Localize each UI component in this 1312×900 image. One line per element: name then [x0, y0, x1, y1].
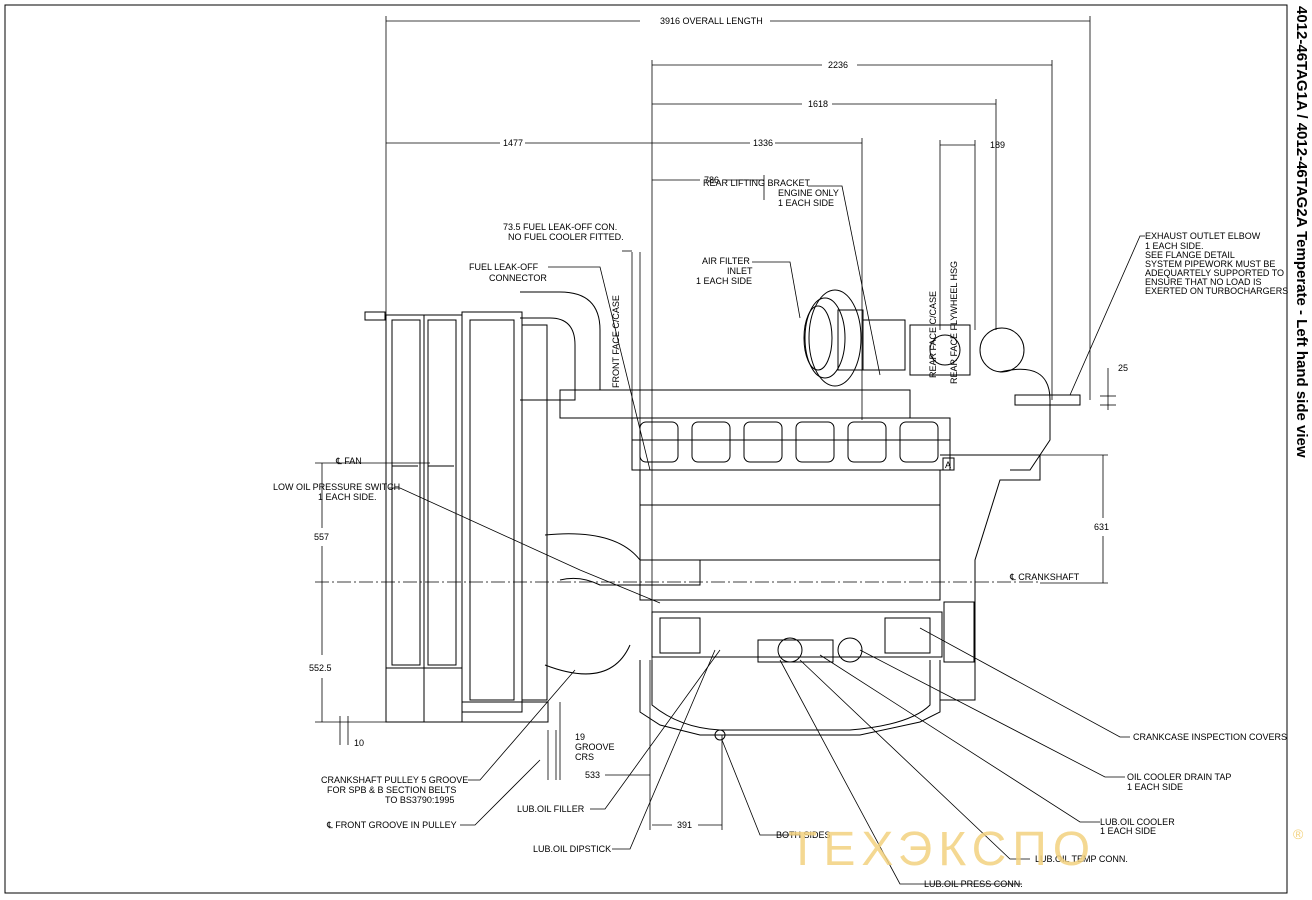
engine-body: [364, 289, 1081, 741]
label-fan: ℄ FAN: [335, 456, 362, 466]
dim-552-5: 552.5: [309, 663, 332, 673]
label-low-oil-1: LOW OIL PRESSURE SWITCH: [273, 482, 400, 492]
label-pulley-3: TO BS3790:1995: [385, 795, 454, 805]
dim-19: 19: [575, 732, 585, 742]
label-low-oil-2: 1 EACH SIDE.: [318, 492, 377, 502]
watermark-logo: ТЕХЭКСПО: [788, 823, 1097, 876]
dim-1477: 1477: [503, 138, 523, 148]
dim-19-crs: CRS: [575, 752, 594, 762]
label-exhaust-4: SYSTEM PIPEWORK MUST BE: [1145, 259, 1275, 269]
label-fuel-leakoff-con-2: NO FUEL COOLER FITTED.: [508, 232, 624, 242]
dim-1336: 1336: [753, 138, 773, 148]
label-lub-oil-filler: LUB.OIL FILLER: [517, 804, 585, 814]
label-exhaust-3: SEE FLANGE DETAIL: [1145, 250, 1235, 260]
label-crankshaft: ℄ CRANKSHAFT: [1009, 572, 1080, 582]
dim-2236: 2236: [828, 60, 848, 70]
label-rear-lifting-1: REAR LIFTING BRACKET: [703, 178, 811, 188]
label-lub-oil-cooler-1: LUB.OIL COOLER: [1100, 817, 1175, 827]
label-oil-cooler-drain-2: 1 EACH SIDE: [1127, 782, 1183, 792]
text-labels: 3916 OVERALL LENGTH 2236 1618 1477 1336 …: [273, 16, 1288, 889]
label-lub-oil-cooler-2: 1 EACH SIDE: [1100, 826, 1156, 836]
label-lub-oil-temp: LUB.OIL TEMP CONN.: [1035, 854, 1128, 864]
label-rear-lifting-2: ENGINE ONLY: [778, 188, 839, 198]
label-air-filter-3: 1 EACH SIDE: [696, 276, 752, 286]
dim-19-groove: GROOVE: [575, 742, 615, 752]
label-exhaust-6: ENSURE THAT NO LOAD IS: [1145, 277, 1262, 287]
drawing-frame: [4, 4, 1288, 894]
label-lub-oil-press: LUB.OIL PRESS CONN.: [924, 879, 1023, 889]
dim-10: 10: [354, 738, 364, 748]
label-oil-cooler-drain-1: OIL COOLER DRAIN TAP: [1127, 772, 1231, 782]
label-fuel-leakoff-connector-2: CONNECTOR: [489, 273, 547, 283]
label-exhaust-1: EXHAUST OUTLET ELBOW: [1145, 231, 1261, 241]
label-rear-face-flywheel: REAR FACE FLYWHEEL HSG: [949, 261, 959, 384]
label-exhaust-2: 1 EACH SIDE.: [1145, 241, 1204, 251]
dim-25: 25: [1118, 363, 1128, 373]
drawing-title: 4012-46TAG1A / 4012-46TAG2A Temperate - …: [1293, 6, 1310, 458]
label-front-face: FRONT FACE C/CASE: [611, 295, 621, 388]
label-rear-lifting-3: 1 EACH SIDE: [778, 198, 834, 208]
label-exhaust-5: ADEQUARTELY SUPPORTED TO: [1145, 268, 1284, 278]
dim-391: 391: [677, 820, 692, 830]
dim-overall-length: 3916 OVERALL LENGTH: [660, 16, 763, 26]
watermark-registered-mark: ®: [1293, 826, 1304, 842]
label-exhaust-7: EXERTED ON TURBOCHARGERS: [1145, 286, 1288, 296]
label-both-sides: BOTH SIDES: [776, 830, 831, 840]
label-pulley-2: FOR SPB & B SECTION BELTS: [327, 785, 456, 795]
label-pulley-1: CRANKSHAFT PULLEY 5 GROOVE: [321, 775, 468, 785]
label-marker-a: A: [945, 460, 951, 470]
dim-1618: 1618: [808, 99, 828, 109]
dim-189: 189: [990, 140, 1005, 150]
leader-lines: [389, 185, 1145, 885]
label-air-filter-1: AIR FILTER: [702, 256, 750, 266]
dim-631: 631: [1094, 522, 1109, 532]
label-fuel-leakoff-con-1: 73.5 FUEL LEAK-OFF CON.: [503, 222, 617, 232]
dim-557: 557: [314, 532, 329, 542]
dim-533: 533: [585, 770, 600, 780]
label-air-filter-2: INLET: [727, 266, 753, 276]
dim-786: 786: [704, 175, 719, 185]
label-rear-face-case: REAR FACE C/CASE: [928, 291, 938, 378]
label-front-groove: ℄ FRONT GROOVE IN PULLEY: [326, 820, 457, 830]
label-fuel-leakoff-connector-1: FUEL LEAK-OFF: [469, 262, 539, 272]
title-strip: 4012-46TAG1A / 4012-46TAG2A Temperate - …: [1288, 6, 1312, 896]
dimension-lines: [315, 16, 1116, 830]
label-crankcase-covers: CRANKCASE INSPECTION COVERS: [1133, 732, 1287, 742]
label-lub-oil-dipstick: LUB.OIL DIPSTICK: [533, 844, 611, 854]
